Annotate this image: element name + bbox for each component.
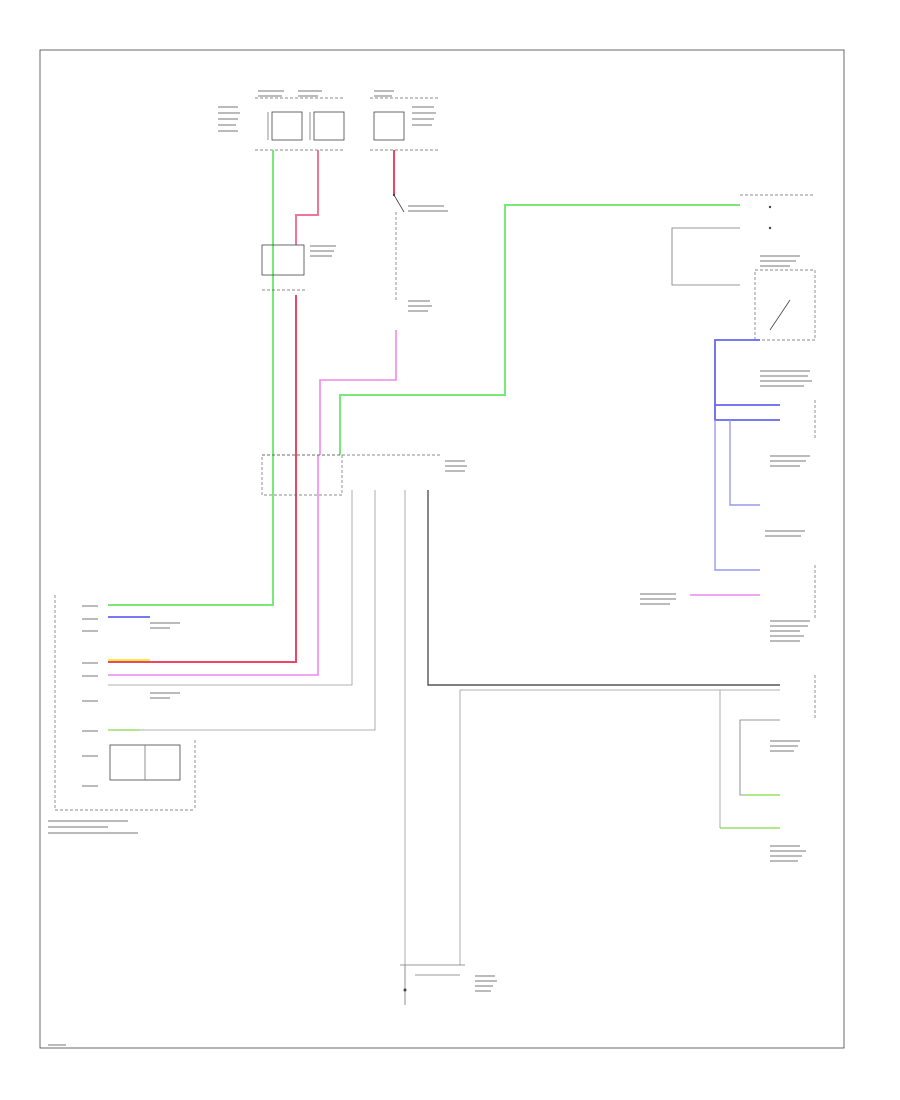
wire-blue-right-1 [714,339,780,406]
wire-violet-main [108,455,319,676]
fuse-block-left [255,97,345,151]
wire-dgray-right [739,719,780,796]
diagram-frame [39,49,845,1049]
overdrive-switch-box [754,269,816,341]
fuse-labels [218,90,436,132]
wire-green-right [339,204,740,455]
shift-lock-pin-labels [48,605,138,834]
right-labels [640,255,812,862]
wire-blue-right-2 [714,405,780,421]
wire-green-main [108,150,274,606]
junction-box-upper [261,244,305,291]
shift-lock-ecu [54,595,196,811]
wire-gray-1 [108,490,353,686]
wire-violet-upper [319,330,397,455]
wire-blue-right-4 [729,420,760,506]
wire-dgray-main [427,490,780,686]
wire-gray-2 [108,490,376,731]
wire-right-gray-loop [671,227,740,286]
wire-pink-upper [295,150,319,245]
bottom-component [400,964,465,1005]
wire-blue-right-3 [714,420,760,571]
mid-labels [48,205,497,1046]
right-switch-top [740,194,815,230]
main-ecu-box [261,454,440,496]
fuse-block-right [370,97,440,151]
wire-red-main [108,295,297,663]
stop-lamp-switch [392,193,405,300]
